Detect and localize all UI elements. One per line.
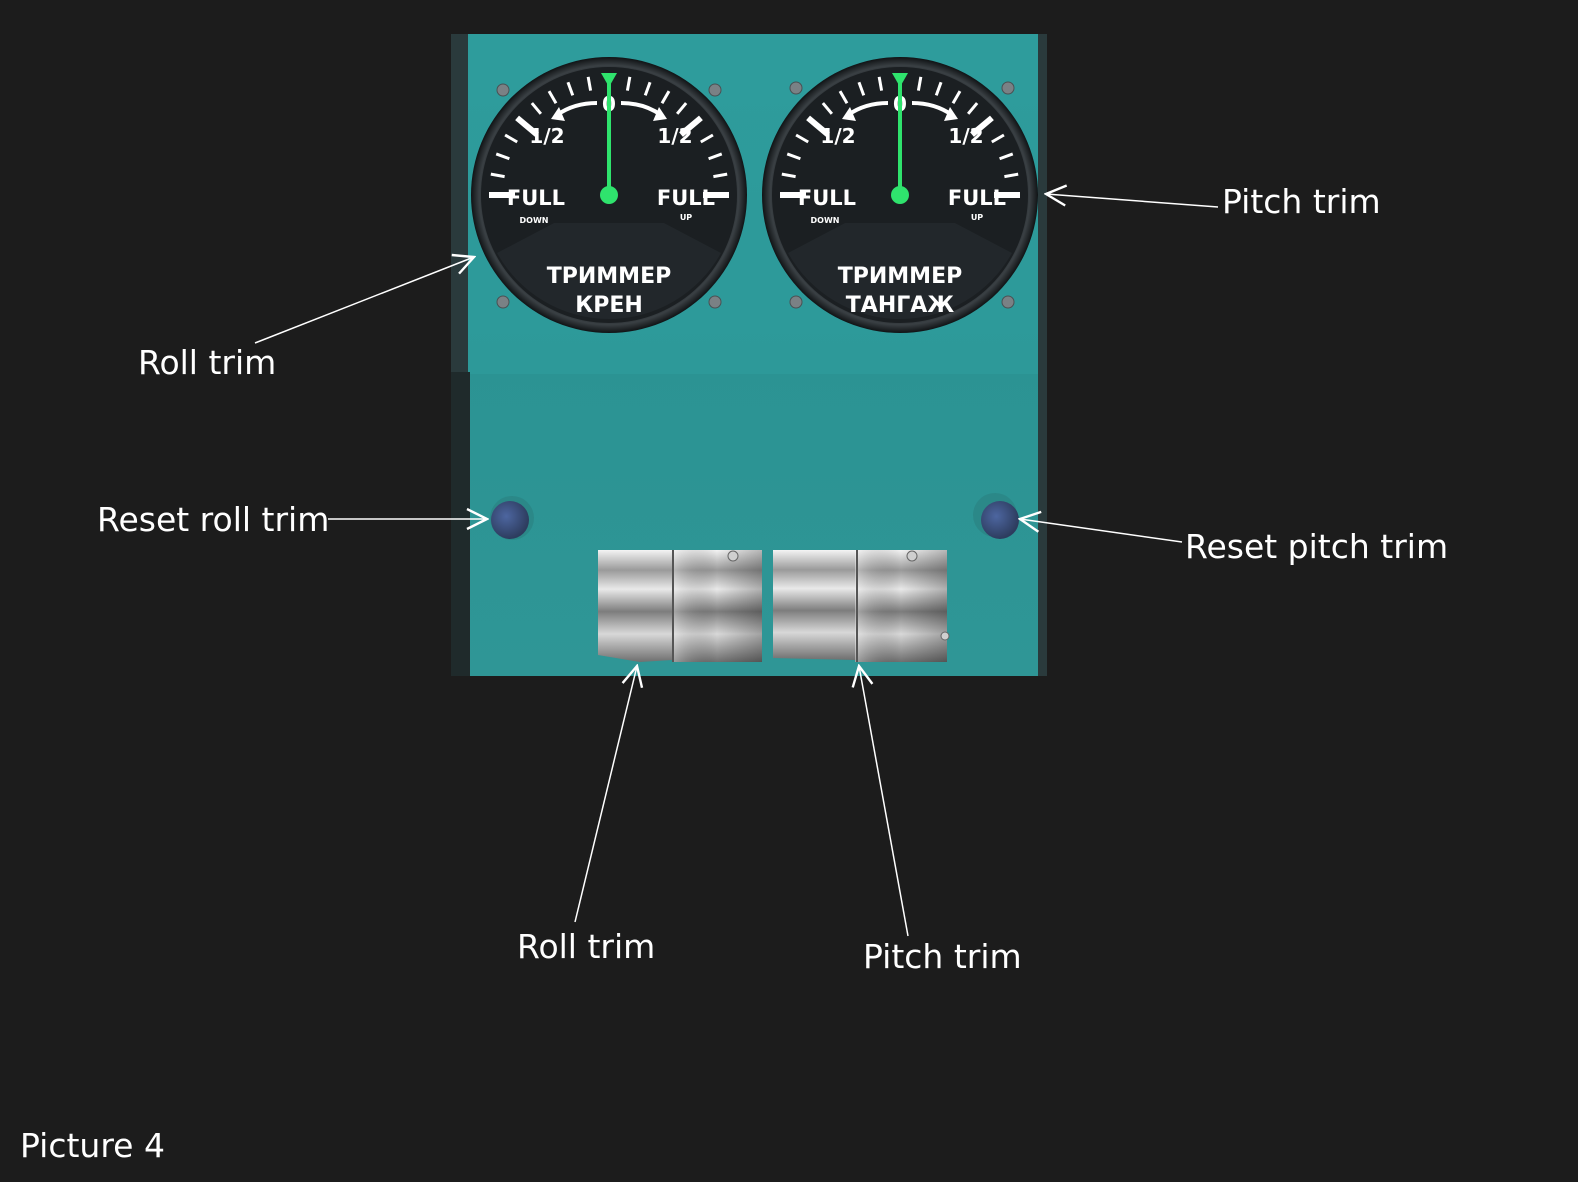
gauge-title-line1: ТРИММЕР xyxy=(838,264,962,289)
leader-pitch-trim-wheel xyxy=(859,666,909,937)
mounting-screws xyxy=(496,81,1015,309)
picture-caption: Picture 4 xyxy=(20,1126,165,1165)
gauge-label-up: UP xyxy=(680,213,692,222)
label-reset-pitch-trim: Reset pitch trim xyxy=(1185,527,1449,566)
gauge-label-full-left: FULL xyxy=(798,186,856,210)
gauge-ticks xyxy=(780,75,1020,198)
label-roll-trim-gauge: Roll trim xyxy=(138,343,277,382)
gauge-title-plate xyxy=(497,223,721,320)
reset-pitch-trim-button[interactable] xyxy=(973,493,1019,539)
gauge-label-half-left: 1/2 xyxy=(529,124,564,148)
label-reset-roll-trim: Reset roll trim xyxy=(97,500,330,539)
leader-roll-trim-wheel xyxy=(574,666,637,923)
gauge-title-line2: ТАНГАЖ xyxy=(846,293,954,318)
gauge-needle xyxy=(891,73,909,204)
pitch-trim-wheel[interactable] xyxy=(773,550,950,662)
leader-pitch-trim-gauge xyxy=(1046,194,1219,208)
gauge-title-line1: ТРИММЕР xyxy=(547,264,671,289)
gauge-ticks xyxy=(489,75,729,198)
label-roll-trim-wheel: Roll trim xyxy=(517,927,656,966)
gauge-label-up: UP xyxy=(971,213,983,222)
panel-lower-edge xyxy=(451,372,470,676)
gauge-label-full-right: FULL xyxy=(948,186,1006,210)
gauge-label-full-right: FULL xyxy=(657,186,715,210)
gauge-label-full-left: FULL xyxy=(507,186,565,210)
gauge-label-half-right: 1/2 xyxy=(657,124,692,148)
gauge-label-down: DOWN xyxy=(811,216,840,225)
leader-reset-pitch-trim xyxy=(1020,519,1183,543)
gauge-needle xyxy=(600,73,618,204)
callout-leaders xyxy=(254,194,1219,937)
gauge-label-down: DOWN xyxy=(520,216,549,225)
leader-roll-trim-gauge xyxy=(254,257,474,344)
gauge-title-line2: КРЕН xyxy=(575,293,643,318)
gauge-title-plate xyxy=(788,223,1012,320)
gauge-label-half-left: 1/2 xyxy=(820,124,855,148)
roll-trim-wheel[interactable] xyxy=(598,550,762,662)
reset-roll-trim-button[interactable] xyxy=(490,496,534,540)
gauge-label-half-right: 1/2 xyxy=(948,124,983,148)
label-pitch-trim-wheel: Pitch trim xyxy=(863,937,1022,976)
label-pitch-trim-gauge: Pitch trim xyxy=(1222,182,1381,221)
